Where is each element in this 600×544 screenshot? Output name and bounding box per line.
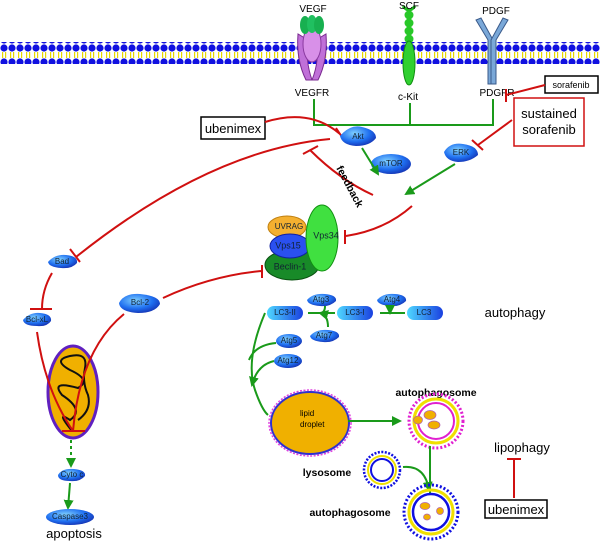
lc3ii-label: LC3-II [274,308,296,317]
pi3k-complex: UVRAG Vps15 Vps34 Beclin-1 [264,204,339,281]
sustained-sorafenib-line2: sorafenib [522,122,575,137]
autophagy-label: autophagy [485,305,546,320]
bclxl-node: Bcl-xL [23,312,52,327]
lipid-droplet-line1: lipid [300,409,314,418]
bad-node: Bad [48,254,78,269]
lysosome-label: lysosome [303,467,352,479]
atg5-node: Atg5 [276,334,302,348]
autophagosome-top [407,392,465,450]
lipid-droplet-line2: droplet [300,420,325,429]
lc3-label: LC3 [417,308,432,317]
erk-label: ERK [453,148,470,157]
mtor-node: mTOR [371,154,411,174]
autophagosome-bottom-label: autophagosome [309,507,390,519]
ubenimex-box-top [200,116,266,140]
ubenimex-label-top: ubenimex [205,121,262,136]
sorafenib-box [544,75,599,94]
vegfr-receptor [297,15,327,81]
erk-node: ERK [444,143,478,162]
atg4-label: Atg4 [384,295,401,304]
beclin1-label: Beclin-1 [274,261,307,271]
akt-inhibits-bad [69,138,331,263]
ubenimex-box-bottom [484,499,548,519]
pdgfr-label: PDGFR [480,88,515,99]
ubenimex-label-bottom: ubenimex [488,502,545,517]
lc3i-label: LC3-I [345,308,365,317]
autophagosome-top-label: autophagosome [395,387,476,399]
bcl2-inhibits-mitochondrion [62,313,125,432]
cytoc-node: Cyto c [58,468,86,482]
atg3-label: Atg3 [313,295,330,304]
pdgf-label: PDGF [482,6,510,17]
vps34-label: Vps34 [313,230,339,240]
atg3-node: Atg3 [307,293,337,307]
atg4-node: Atg4 [377,293,407,307]
sustained-sorafenib-line1: sustained [521,106,577,121]
sorafenib-label: sorafenib [552,80,589,90]
vegfr-label: VEGFR [295,88,329,99]
autophagolysosome [402,483,460,541]
lc3-node: LC3 [407,306,443,320]
mtor-label: mTOR [379,159,403,168]
akt-label: Akt [352,132,364,141]
bad-inhibits-bclxl [30,272,53,310]
mtor-feedback-inhibits-akt [302,145,374,196]
ubenimex-inhibits-akt [264,116,345,141]
lc3i-to-lc3ii-arrow [308,306,335,328]
lc3-to-lc3i-arrow [380,306,405,313]
atg7-node: Atg7 [310,329,340,343]
autophagy-assembly-arrow [249,312,277,416]
bclxl-label: Bcl-xL [26,315,49,324]
lipid-droplet: lipid droplet [268,389,352,457]
ubenimex-inhibits-lipophagy [507,458,521,498]
caspase3-label: Caspase3 [52,512,89,521]
bcl2-node: Bcl-2 [119,293,160,313]
ckit-receptor [401,5,417,86]
sustained-sorafenib-box [513,97,585,147]
bclxl-inhibits-mitochondrion [36,331,74,432]
akt-node: Akt [340,126,376,146]
ckit-label: c-Kit [398,92,418,103]
lc3i-node: LC3-I [337,306,373,320]
bcl2-inhibits-beclin1 [162,265,263,299]
sustained-sorafenib-inhibits-erk [471,119,513,151]
uvrag-label: UVRAG [275,222,303,231]
receptor-signal-bracket [313,99,494,126]
feedback-label: feedback [333,164,365,210]
bcl2-label: Bcl-2 [131,298,150,307]
apoptosis-label: apoptosis [46,526,102,541]
cytoc-activates-caspase3 [63,482,74,510]
atg12-label: Atg12 [278,356,299,365]
erk-activates-mtor [404,163,456,196]
scf-label: SCF [399,1,419,12]
atg12-node: Atg12 [274,354,302,368]
lysosome [362,450,402,490]
cytoc-label: Cyto c [61,470,84,479]
bad-label: Bad [55,257,69,266]
atg5-label: Atg5 [281,336,298,345]
vegf-label: VEGF [299,4,326,15]
lc3ii-node: LC3-II [267,306,303,320]
akt-activates-mtor [361,147,380,176]
pdgfr-receptor [475,17,509,85]
sorafenib-inhibits-pdgfr [505,84,546,102]
vps15-label: Vps15 [275,240,301,250]
lipophagy-label: lipophagy [494,440,550,455]
caspase3-node: Caspase3 [46,509,94,525]
mtor-inhibits-vps34 [344,205,413,244]
atg7-label: Atg7 [316,331,333,340]
